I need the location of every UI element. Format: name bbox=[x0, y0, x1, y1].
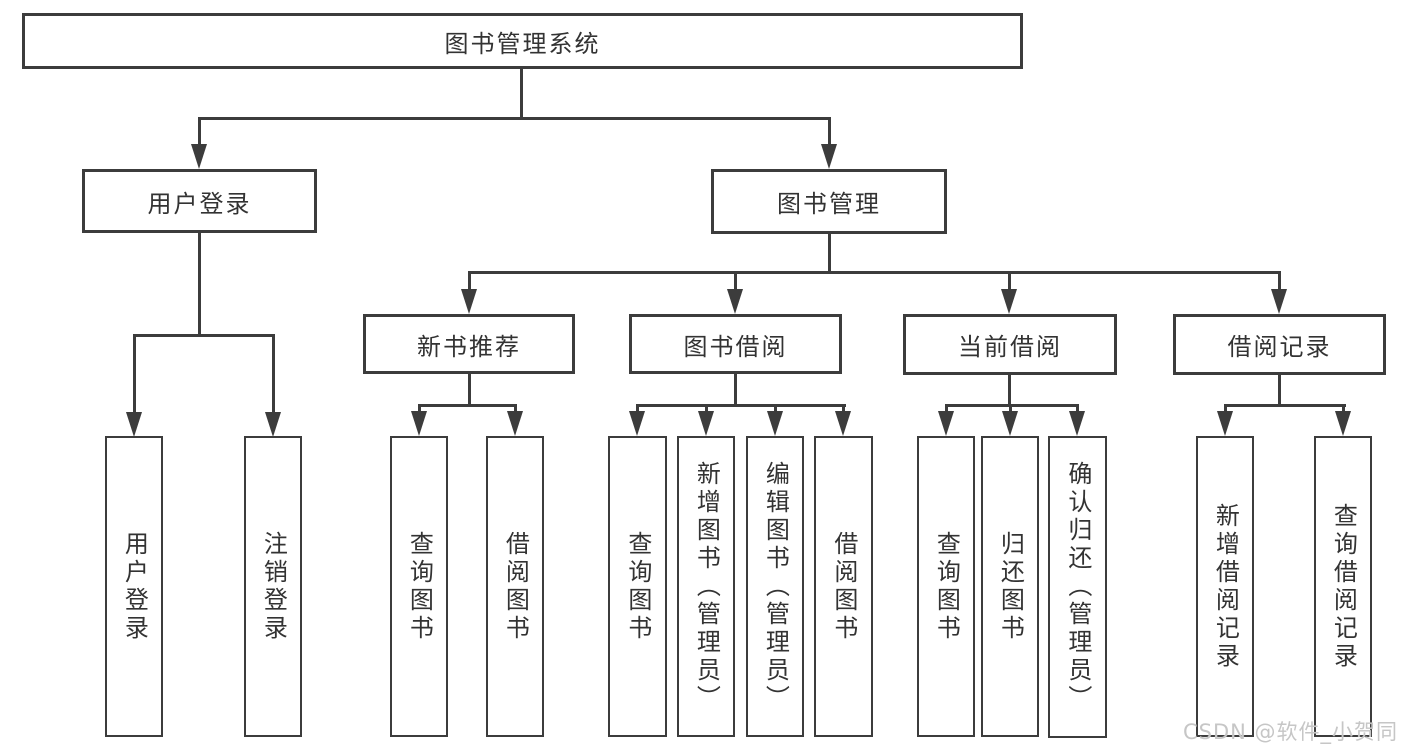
arrow-down-icon bbox=[767, 411, 783, 436]
node-new-book-recommend-label: 新书推荐 bbox=[417, 332, 521, 361]
connector-user-login-trunk bbox=[198, 233, 201, 337]
arrow-down-icon bbox=[821, 144, 837, 169]
connector-to-login-leaf bbox=[133, 334, 136, 413]
connector-leaf-drop bbox=[774, 404, 777, 413]
leaf-cb-confirm-return-admin-label: 确认归还（管理员） bbox=[1063, 461, 1092, 713]
connector-book-borrow-branch bbox=[636, 404, 846, 407]
arrow-down-icon bbox=[1069, 411, 1085, 436]
connector-current-borrow-branch bbox=[945, 404, 1079, 407]
connector-leaf-drop bbox=[514, 404, 517, 413]
leaf-br-add-record: 新增借阅记录 bbox=[1196, 436, 1254, 737]
node-user-login: 用户登录 bbox=[82, 169, 317, 233]
node-root-label: 图书管理系统 bbox=[444, 29, 601, 58]
connector-leaf-drop bbox=[1076, 404, 1079, 413]
leaf-user-login: 用户登录 bbox=[105, 436, 163, 737]
leaf-bb-add-books-admin: 新增图书（管理员） bbox=[677, 436, 735, 737]
connector-book-mgmt-trunk bbox=[828, 234, 831, 274]
arrow-down-icon bbox=[1271, 289, 1287, 314]
node-book-management: 图书管理 bbox=[711, 169, 947, 234]
connector-leaf-drop bbox=[842, 404, 845, 413]
connector-leaf-drop bbox=[418, 404, 421, 413]
leaf-logout-label: 注销登录 bbox=[259, 530, 288, 643]
connector-user-login-branch bbox=[133, 334, 275, 337]
csdn-watermark: CSDN @软件_小贺同学 bbox=[1183, 720, 1399, 744]
connector-new-book-rec-branch bbox=[418, 404, 517, 407]
connector-borrow-records-trunk bbox=[1278, 375, 1281, 407]
leaf-user-login-label: 用户登录 bbox=[120, 530, 149, 643]
leaf-bb-edit-books-admin-label: 编辑图书（管理员） bbox=[761, 460, 790, 713]
connector-new-book-rec-trunk bbox=[468, 374, 471, 407]
connector-root-branch bbox=[198, 117, 830, 120]
node-new-book-recommend: 新书推荐 bbox=[363, 314, 575, 374]
leaf-br-query-record: 查询借阅记录 bbox=[1314, 436, 1372, 737]
connector-to-current-borrow bbox=[1008, 271, 1011, 290]
connector-to-new-book-rec bbox=[468, 271, 471, 290]
leaf-cb-return-books: 归还图书 bbox=[981, 436, 1039, 737]
connector-to-logout-leaf bbox=[272, 334, 275, 413]
connector-to-book-borrow bbox=[734, 271, 737, 290]
node-current-borrow: 当前借阅 bbox=[903, 314, 1117, 375]
connector-root-to-book-mgmt bbox=[828, 117, 831, 145]
node-root: 图书管理系统 bbox=[22, 13, 1023, 69]
connector-leaf-drop bbox=[705, 404, 708, 413]
connector-borrow-records-branch bbox=[1224, 404, 1346, 407]
leaf-nbr-query-books: 查询图书 bbox=[390, 436, 448, 737]
connector-leaf-drop bbox=[1342, 404, 1345, 413]
connector-book-borrow-trunk bbox=[734, 374, 737, 407]
leaf-cb-query-books-label: 查询图书 bbox=[932, 530, 961, 643]
leaf-nbr-borrow-books-label: 借阅图书 bbox=[501, 530, 530, 643]
leaf-bb-borrow-books-label: 借阅图书 bbox=[829, 530, 858, 643]
leaf-cb-return-books-label: 归还图书 bbox=[996, 530, 1025, 643]
leaf-bb-query-books: 查询图书 bbox=[608, 436, 667, 737]
connector-leaf-drop bbox=[1224, 404, 1227, 413]
arrow-down-icon bbox=[411, 411, 427, 436]
connector-to-borrow-records bbox=[1278, 271, 1281, 290]
leaf-cb-confirm-return-admin: 确认归还（管理员） bbox=[1048, 436, 1107, 738]
leaf-br-add-record-label: 新增借阅记录 bbox=[1211, 502, 1240, 671]
connector-leaf-drop bbox=[636, 404, 639, 413]
arrow-down-icon bbox=[698, 411, 714, 436]
arrow-down-icon bbox=[835, 411, 851, 436]
arrow-down-icon bbox=[1217, 411, 1233, 436]
arrow-down-icon bbox=[191, 144, 207, 169]
node-borrow-records: 借阅记录 bbox=[1173, 314, 1386, 375]
arrow-down-icon bbox=[126, 412, 142, 437]
node-borrow-records-label: 借阅记录 bbox=[1227, 333, 1332, 361]
connector-book-mgmt-branch bbox=[468, 271, 1281, 274]
leaf-bb-edit-books-admin: 编辑图书（管理员） bbox=[746, 436, 804, 737]
connector-current-borrow-trunk bbox=[1008, 375, 1011, 407]
leaf-bb-borrow-books: 借阅图书 bbox=[814, 436, 873, 737]
node-user-login-label: 用户登录 bbox=[147, 189, 252, 218]
node-book-management-label: 图书管理 bbox=[777, 190, 881, 218]
node-current-borrow-label: 当前借阅 bbox=[958, 333, 1062, 361]
arrow-down-icon bbox=[1001, 289, 1017, 314]
leaf-nbr-borrow-books: 借阅图书 bbox=[486, 436, 544, 737]
connector-root-trunk bbox=[520, 69, 523, 120]
leaf-br-query-record-label: 查询借阅记录 bbox=[1329, 502, 1358, 671]
connector-root-to-user-login bbox=[198, 117, 201, 145]
leaf-bb-add-books-admin-label: 新增图书（管理员） bbox=[692, 460, 721, 713]
connector-leaf-drop bbox=[945, 404, 948, 413]
arrow-down-icon bbox=[507, 411, 523, 436]
leaf-nbr-query-books-label: 查询图书 bbox=[405, 530, 434, 643]
arrow-down-icon bbox=[727, 289, 743, 314]
node-book-borrow-label: 图书借阅 bbox=[683, 332, 788, 361]
leaf-logout: 注销登录 bbox=[244, 436, 302, 737]
connector-leaf-drop bbox=[1009, 404, 1012, 413]
arrow-down-icon bbox=[1335, 411, 1351, 436]
leaf-cb-query-books: 查询图书 bbox=[917, 436, 975, 737]
node-book-borrow: 图书借阅 bbox=[629, 314, 842, 374]
leaf-bb-query-books-label: 查询图书 bbox=[623, 530, 652, 643]
arrow-down-icon bbox=[461, 289, 477, 314]
arrow-down-icon bbox=[1002, 411, 1018, 436]
arrow-down-icon bbox=[629, 411, 645, 436]
arrow-down-icon bbox=[265, 412, 281, 437]
arrow-down-icon bbox=[938, 411, 954, 436]
